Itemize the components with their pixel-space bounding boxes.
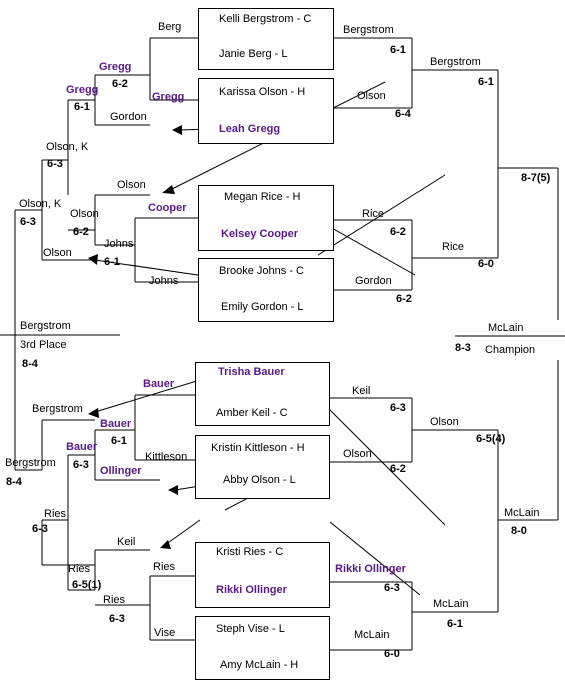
label-gregg-l1: Gregg [99, 61, 132, 73]
score: 6-2 [390, 226, 406, 238]
score: 6-2 [396, 293, 412, 305]
player-top: Kristi Ries - C [216, 546, 284, 558]
label-olson-r3: Olson [343, 448, 372, 460]
label-ries-1: Ries [44, 508, 67, 520]
third-place-score: 8-4 [22, 358, 38, 370]
score: 6-5(1) [72, 579, 102, 591]
score: 6-3 [47, 158, 63, 170]
label-bauer-1: Bauer [143, 378, 175, 390]
label-olson-l1: Olson [117, 179, 146, 191]
label-olsonk-1: Olson, K [46, 141, 89, 153]
label-keil-2: Keil [117, 536, 136, 548]
score: 6-0 [384, 648, 400, 660]
match-box-8: Steph Vise - L Amy McLain - H [195, 616, 330, 680]
label-olson-l2: Olson [70, 208, 99, 220]
score: 6-3 [109, 613, 125, 625]
player-bottom-winner: Leah Gregg [219, 123, 281, 135]
label-johns-1: Johns [104, 238, 134, 250]
label-bergstrom-r2: Bergstrom [430, 56, 481, 68]
label-bauer-2: Bauer [100, 418, 132, 430]
label-ries-4: Ries [103, 594, 126, 606]
score: 6-1 [447, 618, 463, 630]
champion-name: McLain [488, 322, 524, 334]
label-olson-r2: Olson [430, 416, 459, 428]
third-place-label: 3rd Place [20, 339, 67, 351]
match-box-3: Megan Rice - H Kelsey Cooper [198, 185, 334, 251]
label-rice-2: Rice [442, 241, 465, 253]
label-rikki-r: Rikki Ollinger [335, 563, 406, 575]
score: 6-1 [74, 101, 90, 113]
match-box-2: Karissa Olson - H Leah Gregg [198, 78, 334, 144]
label-johns-2: Johns [149, 275, 179, 287]
match-box-1: Kelli Bergstrom - C Janie Berg - L [198, 8, 334, 70]
match-box-7: Kristi Ries - C Rikki Ollinger [195, 542, 330, 608]
label-olson-l3: Olson [43, 247, 72, 259]
score: 6-2 [390, 463, 406, 475]
player-top-winner: Trisha Bauer [218, 366, 285, 378]
label-bergstrom-l1: Bergstrom [32, 403, 83, 415]
player-top: Kelli Bergstrom - C [219, 13, 312, 25]
score: 6-3 [20, 216, 36, 228]
label-keil-1: Keil [352, 385, 371, 397]
label-mclain-r1: McLain [504, 507, 540, 519]
score: 6-5(4) [476, 433, 506, 445]
score: 6-0 [478, 258, 494, 270]
player-top: Brooke Johns - C [219, 265, 304, 277]
label-ries-3: Ries [153, 561, 176, 573]
label-gordon-l: Gordon [110, 111, 147, 123]
player-bottom-winner: Rikki Ollinger [216, 584, 287, 596]
player-bottom: Abby Olson - L [223, 474, 296, 486]
match-box-6: Kristin Kittleson - H Abby Olson - L [195, 435, 330, 499]
player-top: Steph Vise - L [216, 623, 285, 635]
score: 6-4 [395, 108, 411, 120]
player-top: Karissa Olson - H [219, 86, 306, 98]
label-bauer-3: Bauer [66, 441, 98, 453]
score: 6-1 [111, 435, 127, 447]
score: 6-3 [32, 523, 48, 535]
score: 6-2 [73, 226, 89, 238]
label-ries-2: Ries [68, 563, 91, 575]
final-score: 8-7(5) [521, 172, 551, 184]
player-top: Kristin Kittleson - H [211, 442, 305, 454]
score: 6-1 [478, 76, 494, 88]
third-place-winner: Bergstrom [20, 320, 71, 332]
match-box-4: Brooke Johns - C Emily Gordon - L [198, 258, 334, 322]
score: 6-3 [384, 582, 400, 594]
score: 6-1 [390, 44, 406, 56]
score: 6-3 [73, 459, 89, 471]
label-mclain-r2: McLain [433, 598, 469, 610]
label-ollinger-1: Ollinger [100, 465, 142, 477]
label-gregg-r: Gregg [152, 91, 185, 103]
champion-score: 8-3 [455, 342, 471, 354]
label-berg: Berg [158, 21, 182, 33]
score: 6-1 [104, 256, 120, 268]
player-bottom: Amber Keil - C [216, 407, 288, 419]
label-bergstrom-r1: Bergstrom [343, 24, 394, 36]
label-olsonk-2: Olson, K [19, 198, 62, 210]
player-bottom-winner: Kelsey Cooper [221, 228, 299, 240]
score: 6-2 [112, 78, 128, 90]
player-bottom: Emily Gordon - L [221, 301, 304, 313]
label-olson-r1: Olson [357, 90, 386, 102]
label-gregg-l2: Gregg [66, 84, 99, 96]
label-bergstrom-l2: Bergstrom [5, 457, 56, 469]
score: 8-4 [6, 476, 22, 488]
player-top: Megan Rice - H [224, 191, 301, 203]
champion-label: Champion [485, 344, 536, 356]
label-cooper: Cooper [148, 202, 187, 214]
label-gordon-r: Gordon [355, 275, 392, 287]
label-rice-1: Rice [362, 208, 385, 220]
match-box-5: Trisha Bauer Amber Keil - C [195, 362, 330, 426]
label-vise: Vise [154, 627, 176, 639]
player-bottom: Janie Berg - L [219, 48, 288, 60]
player-bottom: Amy McLain - H [220, 659, 299, 671]
score: 6-3 [390, 402, 406, 414]
label-kittleson: Kittleson [145, 451, 188, 463]
label-mclain-r3: McLain [354, 629, 390, 641]
score: 8-0 [511, 525, 527, 537]
